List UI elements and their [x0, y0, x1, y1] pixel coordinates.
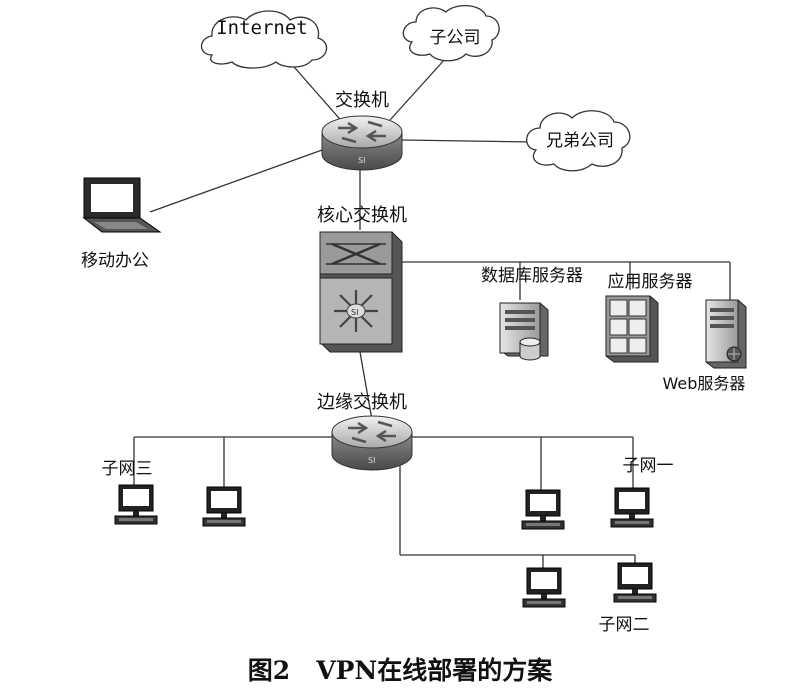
- database-server-icon: [499, 302, 549, 361]
- internet-cloud: Internet: [200, 10, 328, 69]
- core-switch-icon: SI: [319, 231, 403, 353]
- web-server-icon: [705, 299, 747, 369]
- application-server-icon: [605, 295, 659, 363]
- workstation-icon: [613, 562, 657, 603]
- workstation-icon: [202, 486, 246, 527]
- db-server-label: 数据库服务器: [481, 266, 583, 286]
- subsidiary-label: 子公司: [430, 28, 481, 48]
- subnet-3-label: 子网三: [102, 459, 153, 479]
- connection-lines: [133, 47, 731, 568]
- laptop-icon: [82, 177, 162, 233]
- core-switch-label: 核心交换机: [317, 205, 407, 226]
- workstation-icon: [522, 567, 566, 608]
- mobile-office-label: 移动办公: [81, 251, 149, 271]
- sibling-company-cloud: 兄弟公司: [526, 110, 631, 172]
- web-server-label: Web服务器: [663, 374, 746, 393]
- svg-text:SI: SI: [351, 308, 358, 317]
- sibling-company-label: 兄弟公司: [546, 131, 614, 151]
- workstation-icon: [610, 487, 654, 528]
- figure-caption: 图2 VPN在线部署的方案: [248, 656, 554, 685]
- workstation-icon: [114, 484, 158, 525]
- subnet-1-label: 子网一: [623, 456, 674, 476]
- switch-router-icon: [320, 114, 404, 172]
- switch-label: 交换机: [335, 90, 389, 111]
- subsidiary-cloud: 子公司: [402, 5, 500, 62]
- app-server-label: 应用服务器: [608, 272, 693, 292]
- subnet-2-label: 子网二: [599, 615, 650, 635]
- edge-switch-router-icon: [330, 414, 414, 472]
- workstation-icon: [521, 489, 565, 530]
- edge-switch-label: 边缘交换机: [317, 392, 407, 413]
- internet-label: Internet: [216, 17, 308, 39]
